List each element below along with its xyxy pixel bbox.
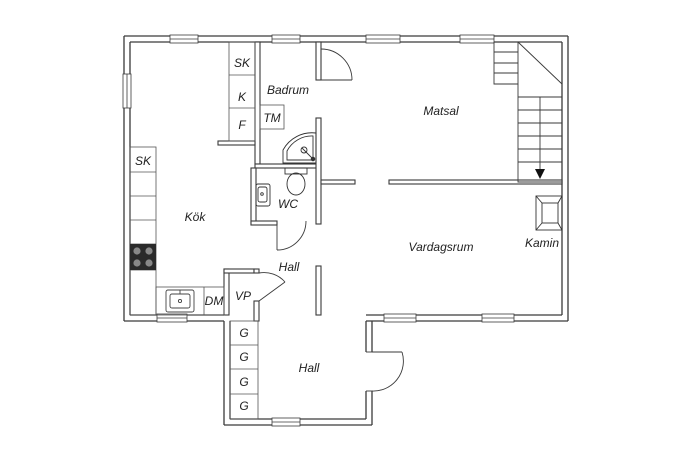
room-label-wc: WC — [278, 197, 298, 211]
staircase — [493, 41, 563, 183]
fixture-label-sk-top: SK — [234, 56, 251, 70]
room-label-kamin: Kamin — [525, 236, 559, 250]
doors — [258, 48, 404, 392]
sink-icon — [165, 289, 195, 313]
room-label-matsal: Matsal — [423, 104, 459, 118]
fixture-label-f: F — [238, 118, 246, 132]
fixture-label-tm: TM — [263, 111, 280, 125]
fixture-label-vp: VP — [235, 289, 251, 303]
room-label-vardagsrum: Vardagsrum — [409, 240, 474, 254]
windows — [122, 34, 515, 427]
fireplace-icon — [535, 195, 563, 231]
kitchen-counters — [129, 41, 256, 316]
outer-walls — [123, 35, 569, 426]
fixture-label-g3: G — [239, 375, 248, 389]
room-label-kok: Kök — [185, 210, 207, 224]
shower-icon — [282, 132, 317, 164]
fixture-label-g4: G — [239, 399, 248, 413]
tm-box — [259, 104, 285, 130]
storage-boxes — [229, 320, 259, 420]
fixture-label-g2: G — [239, 350, 248, 364]
room-label-badrum: Badrum — [267, 83, 309, 97]
washbasin-icon — [255, 183, 271, 207]
stair-arrow-icon — [535, 169, 545, 179]
room-label-hall-lower: Hall — [299, 361, 320, 375]
room-label-hall-upper: Hall — [279, 260, 300, 274]
stove-icon — [130, 244, 156, 270]
fixture-label-k: K — [238, 90, 247, 104]
fixture-label-dm: DM — [205, 294, 224, 308]
fixture-label-g1: G — [239, 326, 248, 340]
toilet-icon — [284, 167, 308, 196]
interior-walls — [217, 41, 563, 322]
fixture-label-sk-left: SK — [135, 154, 152, 168]
